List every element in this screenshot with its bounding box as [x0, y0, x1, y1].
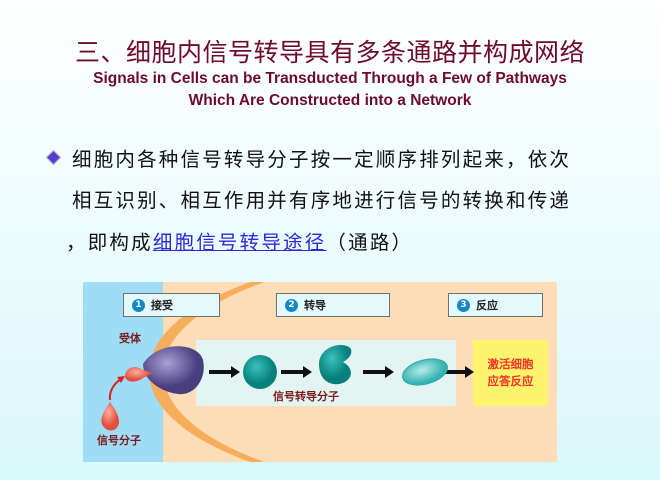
step-label: 转导 — [304, 299, 326, 312]
signal-molecule-label: 信号分子 — [97, 434, 141, 447]
body-line-1: 细胞内各种信号转导分子按一定顺序排列起来，依次 — [72, 148, 572, 171]
response-line-1: 激活细胞 — [487, 357, 534, 371]
transducer-kidney — [319, 344, 352, 385]
diamond-bullet-icon — [45, 149, 62, 166]
bound-ligand-shape — [125, 367, 153, 382]
step-label: 接受 — [151, 299, 173, 312]
transducer-label: 信号转导分子 — [273, 390, 339, 403]
transducer-ellipse — [402, 358, 448, 386]
response-line-2: 应答反应 — [487, 374, 534, 388]
body-line-3: ，即构成细胞信号转导途径（通路） — [66, 226, 413, 255]
body-line-3-prefix: ，即构成 — [66, 231, 153, 254]
signal-molecule-shape — [101, 402, 120, 431]
step-label: 反应 — [476, 299, 498, 312]
slide-title: 三、细胞内信号转导具有多条通路并构成网络 — [74, 38, 585, 67]
step-number-3: 3 — [457, 298, 470, 312]
step-number-2: 2 — [285, 298, 298, 312]
receptor-shape — [143, 346, 204, 395]
receptor-label: 受体 — [119, 332, 141, 345]
body-line-2: 相互识别、相互作用并有序地进行信号的转换和传递 — [72, 189, 572, 212]
pathway-link[interactable]: 细胞信号转导途径 — [152, 231, 327, 254]
step-transduce: 2 转导 — [276, 293, 390, 317]
cell-response-box: 激活细胞应答反应 — [473, 340, 548, 406]
step-respond: 3 反应 — [448, 293, 543, 317]
pathway-arrows — [209, 366, 474, 378]
signal-pathway-diagram: 1 接受 2 转导 3 反应 激活细胞应答反应 受体 信号分子 信号转导分子 — [83, 282, 557, 462]
body-line-3-suffix: （通路） — [326, 231, 414, 254]
subtitle-line-2: Which Are Constructed into a Network — [188, 92, 472, 109]
step-number-1: 1 — [132, 298, 145, 312]
transducer-sphere — [243, 355, 277, 389]
subtitle-line-1: Signals in Cells can be Transducted Thro… — [93, 70, 567, 87]
step-receive: 1 接受 — [123, 293, 220, 317]
